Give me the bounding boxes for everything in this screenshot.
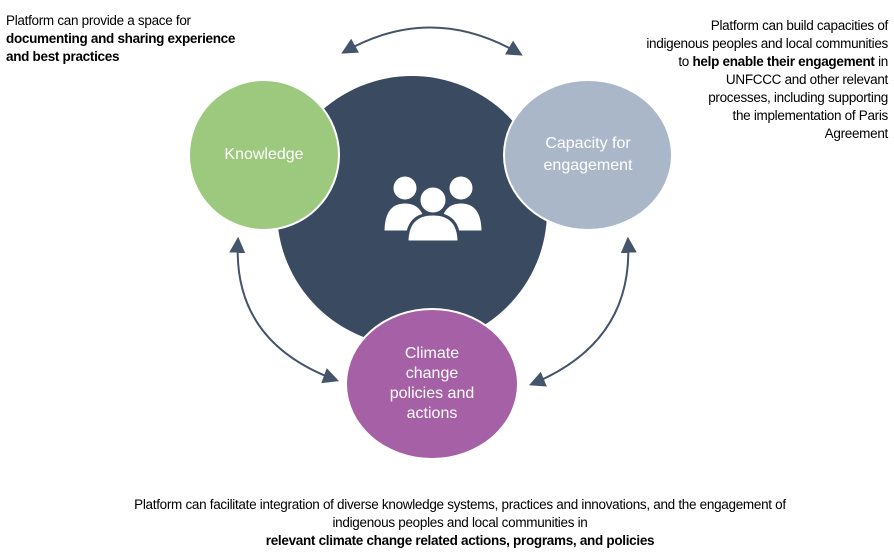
knowledge-label: Knowledge <box>224 146 304 163</box>
capacity-note-bold: help enable their engagement <box>692 54 875 69</box>
people-group-icon <box>381 173 485 244</box>
climate-circle: Climate change policies and actions <box>345 308 519 460</box>
climate-label: Climate change policies and actions <box>389 345 475 422</box>
knowledge-note-bold: documenting and sharing experience and b… <box>6 31 236 64</box>
climate-note-bold: relevant climate change related actions,… <box>265 533 655 548</box>
capacity-note-line2: indigenous peoples and local communities <box>646 36 888 51</box>
knowledge-circle: Knowledge <box>188 79 340 231</box>
capacity-note: Platform can build capacities of indigen… <box>558 17 888 143</box>
capacity-note-post: in <box>874 54 888 69</box>
knowledge-note: Platform can provide a space for documen… <box>6 12 256 66</box>
capacity-note-rest: UNFCCC and other relevant processes, inc… <box>708 72 888 141</box>
capacity-note-line1: Platform can build capacities of <box>710 18 889 33</box>
climate-note: Platform can facilitate integration of d… <box>110 496 810 550</box>
climate-note-text: Platform can facilitate integration of d… <box>134 497 786 530</box>
capacity-circle: Capacity for engagement <box>503 79 673 231</box>
arrow-knowledge-capacity <box>341 26 523 56</box>
knowledge-note-text: Platform can provide a space for <box>6 13 191 28</box>
capacity-label: Capacity for engagement <box>543 135 633 174</box>
arrow-capacity-climate <box>529 236 637 387</box>
capacity-note-pre: to <box>678 54 693 69</box>
arrow-knowledge-climate <box>229 236 340 384</box>
